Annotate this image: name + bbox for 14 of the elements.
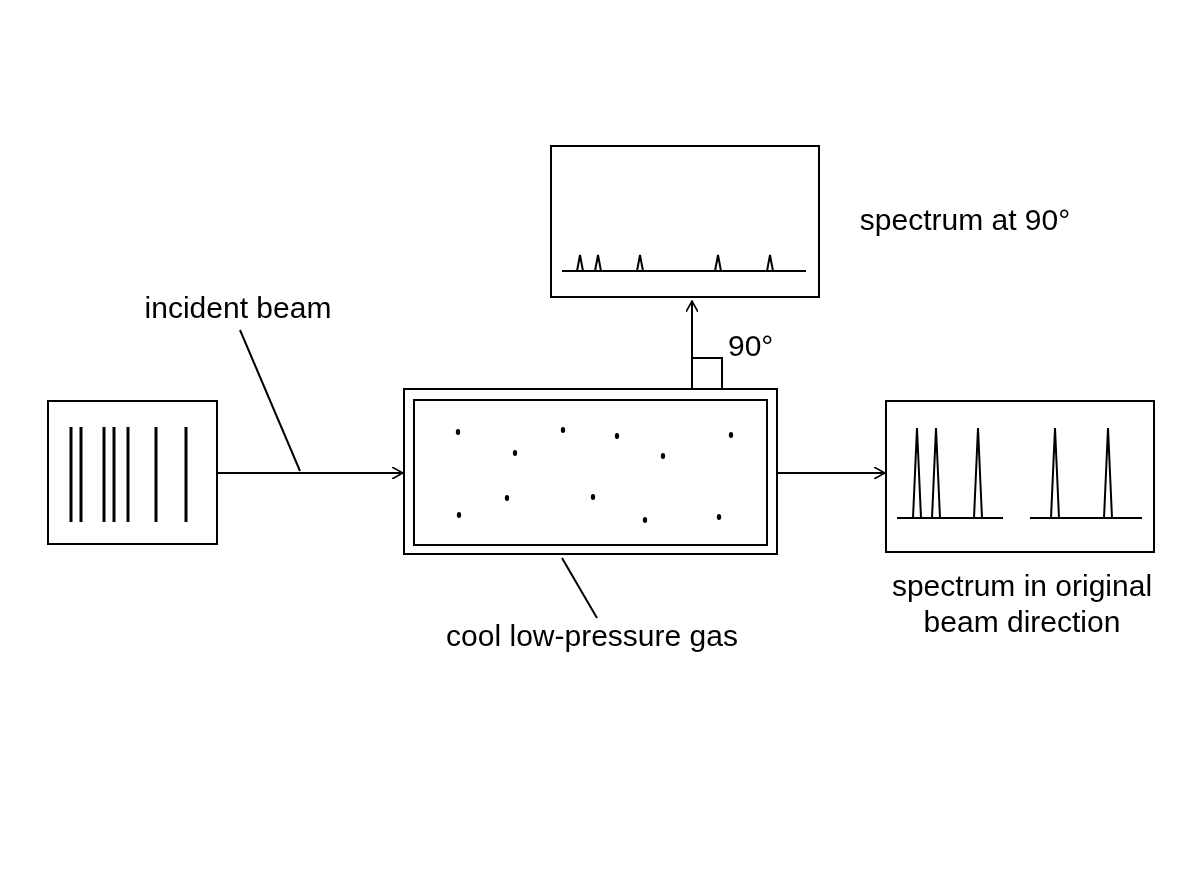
angle-label: 90° — [728, 328, 774, 364]
arrow — [217, 466, 404, 480]
spectrum-label: spectrum in original beam direction — [890, 568, 1154, 640]
gas-container — [403, 388, 778, 555]
arrow — [777, 466, 886, 480]
beam-label: incident beam — [118, 290, 358, 330]
gas-label: cool low-pressure gas — [412, 618, 772, 658]
leader-line — [561, 557, 598, 619]
spectrum-box — [47, 400, 218, 545]
spectrum-box — [550, 145, 820, 298]
arrow — [685, 300, 699, 389]
spectrum-label: spectrum at 90° — [858, 202, 1072, 238]
spectrum-box — [885, 400, 1155, 553]
leader-line — [239, 329, 301, 472]
